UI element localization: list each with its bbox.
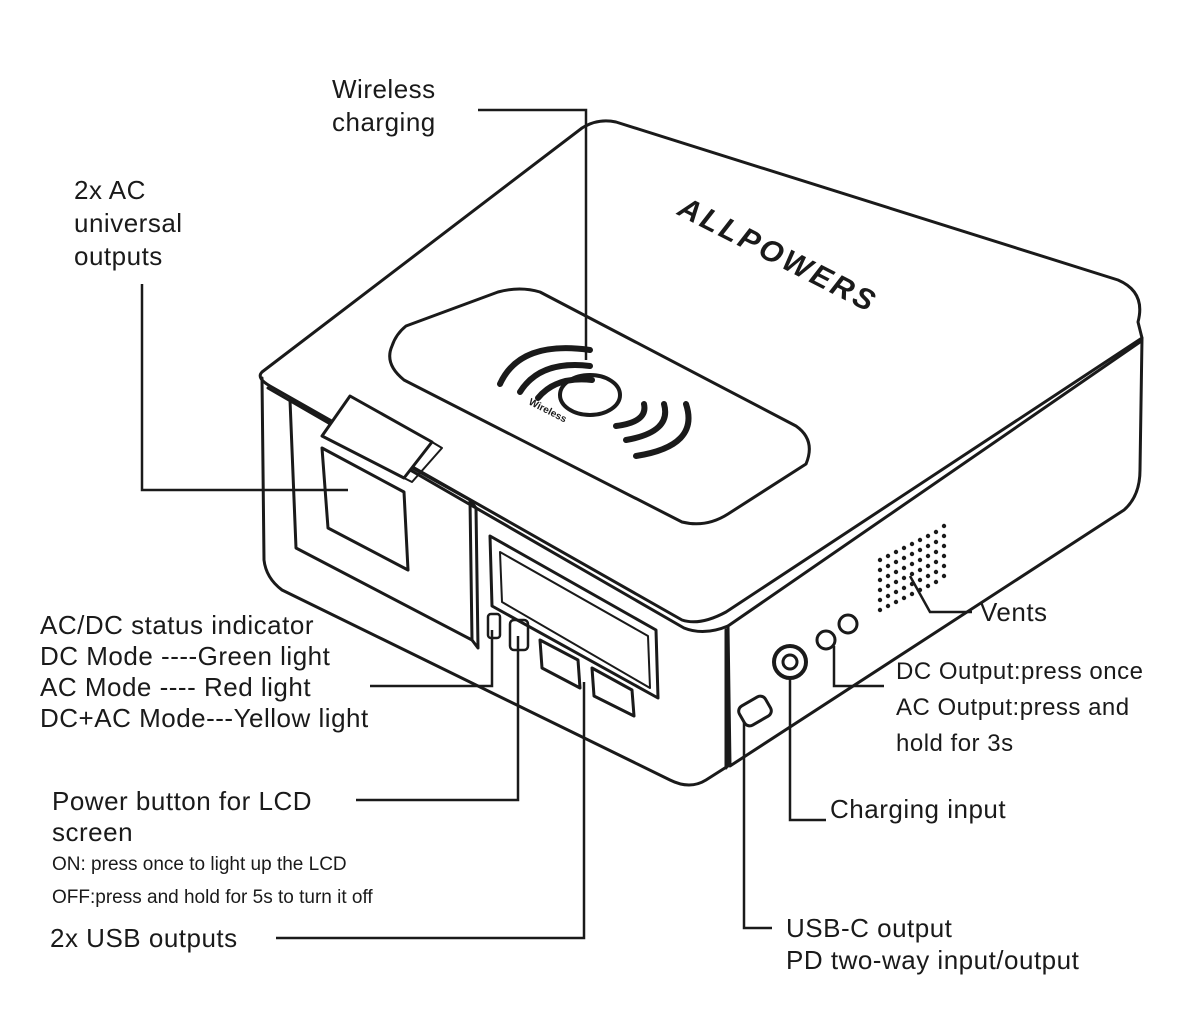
wireless-center-icon <box>558 373 622 417</box>
power-note-off: OFF:press and hold for 5s to turn it off <box>52 887 373 908</box>
leader-dc-ac <box>832 646 884 688</box>
charging-input-port <box>772 644 808 680</box>
label-charging-input: Charging input <box>830 794 1007 824</box>
label-usbc-output: USB-C output PD two-way input/output <box>786 913 1080 975</box>
label-ac-outputs: 2x AC universal outputs <box>74 175 183 271</box>
leader-status <box>370 630 494 688</box>
leader-usb <box>276 682 586 940</box>
label-status-indicator: AC/DC status indicator DC Mode ----Green… <box>40 610 369 733</box>
leader-ac <box>140 284 348 492</box>
leader-wireless <box>478 108 588 360</box>
leader-usbc <box>742 722 772 930</box>
label-usb-outputs: 2x USB outputs <box>50 923 238 953</box>
label-power-button: Power button for LCD screen ON: press on… <box>52 786 373 914</box>
label-vents: Vents <box>980 597 1048 627</box>
label-dc-ac-output: DC Output:press once AC Output:press and… <box>896 658 1144 757</box>
dc-ac-button <box>815 629 837 651</box>
brand-logo: ALLPOWERS <box>672 190 883 319</box>
usbc-port <box>737 694 773 728</box>
usb-port-2 <box>590 666 636 718</box>
device-right-face <box>726 336 1144 768</box>
label-wireless-charging: Wireless charging <box>332 74 436 137</box>
ac-outlet <box>320 446 410 572</box>
device-top-edge <box>266 340 1142 633</box>
usb-port-1 <box>538 638 582 690</box>
status-indicator <box>486 612 502 640</box>
leader-power <box>356 636 520 802</box>
lcd-screen <box>488 534 660 700</box>
wireless-coil-icon <box>497 345 692 459</box>
leader-lines <box>140 108 972 940</box>
leader-vents <box>908 575 972 614</box>
device-front-face <box>260 376 730 787</box>
device-top-face <box>258 119 1144 624</box>
leader-charging <box>788 676 826 822</box>
wireless-pad <box>388 287 811 526</box>
vents-grille <box>877 523 947 613</box>
power-note-on: ON: press once to light up the LCD <box>52 854 347 875</box>
